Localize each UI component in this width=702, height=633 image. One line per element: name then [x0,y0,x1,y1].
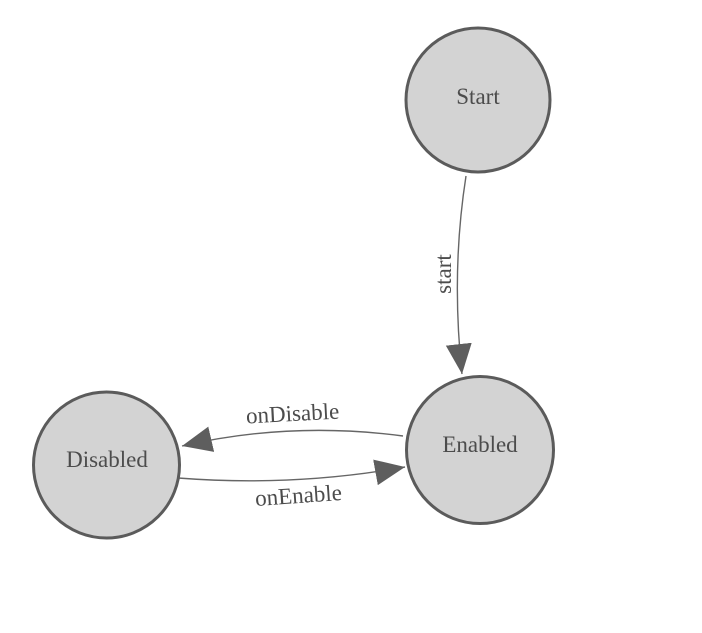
edge-start-to-enabled-line [445,175,472,375]
node-disabled: Disabled [32,390,181,540]
edge-disabled-to-enabled: onEnable [177,459,406,511]
edge-disabled-to-enabled-label: onEnable [254,480,342,511]
node-enabled-label: Enabled [442,432,518,457]
node-start-circle [404,26,552,174]
edge-enabled-to-disabled-label: onDisable [245,399,339,429]
edge-start-to-enabled: start [431,175,472,375]
node-disabled-circle [32,390,181,540]
node-start-label: Start [456,84,500,109]
node-enabled-circle [405,375,555,525]
edge-enabled-to-disabled-line [181,426,404,452]
node-disabled-label: Disabled [66,447,148,472]
edge-enabled-to-disabled: onDisable [181,399,404,452]
node-enabled: Enabled [405,375,555,525]
edge-disabled-to-enabled-line [177,459,406,486]
edge-start-to-enabled-label: start [431,254,456,294]
node-start: Start [404,26,552,174]
